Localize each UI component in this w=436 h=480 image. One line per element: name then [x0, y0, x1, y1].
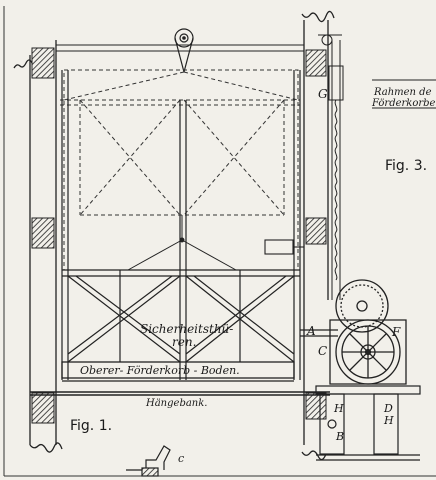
label-sicherheit-1: Sicherheitsthü- [140, 322, 233, 336]
wall-blocks [31, 47, 327, 424]
label-G: G [318, 87, 328, 101]
label-fig3: Fig. 3. [385, 158, 427, 174]
label-A: A [306, 324, 316, 338]
cage-floor [61, 361, 295, 382]
latch-bracket [264, 239, 304, 255]
label-haengebank: Hängebank. [145, 398, 207, 409]
label-c: c [178, 452, 184, 465]
label-rahmen-1: Rahmen de [373, 87, 432, 98]
label-C: C [318, 344, 327, 358]
landing-floor [30, 391, 330, 396]
label-D: D [383, 402, 393, 415]
label-H2: H [383, 414, 394, 427]
label-B: B [335, 430, 344, 443]
left-shaft-wall [13, 40, 63, 453]
label-boden: Oberer- Förderkorb - Boden. [80, 364, 240, 377]
label-F: F [391, 325, 401, 339]
label-rahmen-2: Förderkorbe [371, 98, 436, 109]
label-fig1: Fig. 1. [70, 418, 112, 434]
rahmen-box [372, 79, 436, 109]
guide-chain [318, 34, 344, 300]
top-pulley [174, 28, 194, 73]
base-frame [315, 385, 421, 461]
detail-c [126, 445, 171, 477]
drawing-frame [3, 6, 436, 477]
safety-gate-lattice [62, 269, 300, 363]
label-H1: H [333, 402, 344, 415]
top-beam [56, 44, 304, 52]
suspension-cables [127, 215, 237, 271]
label-sicherheit-2: ren. [172, 335, 196, 349]
gear-mechanism [300, 279, 407, 385]
